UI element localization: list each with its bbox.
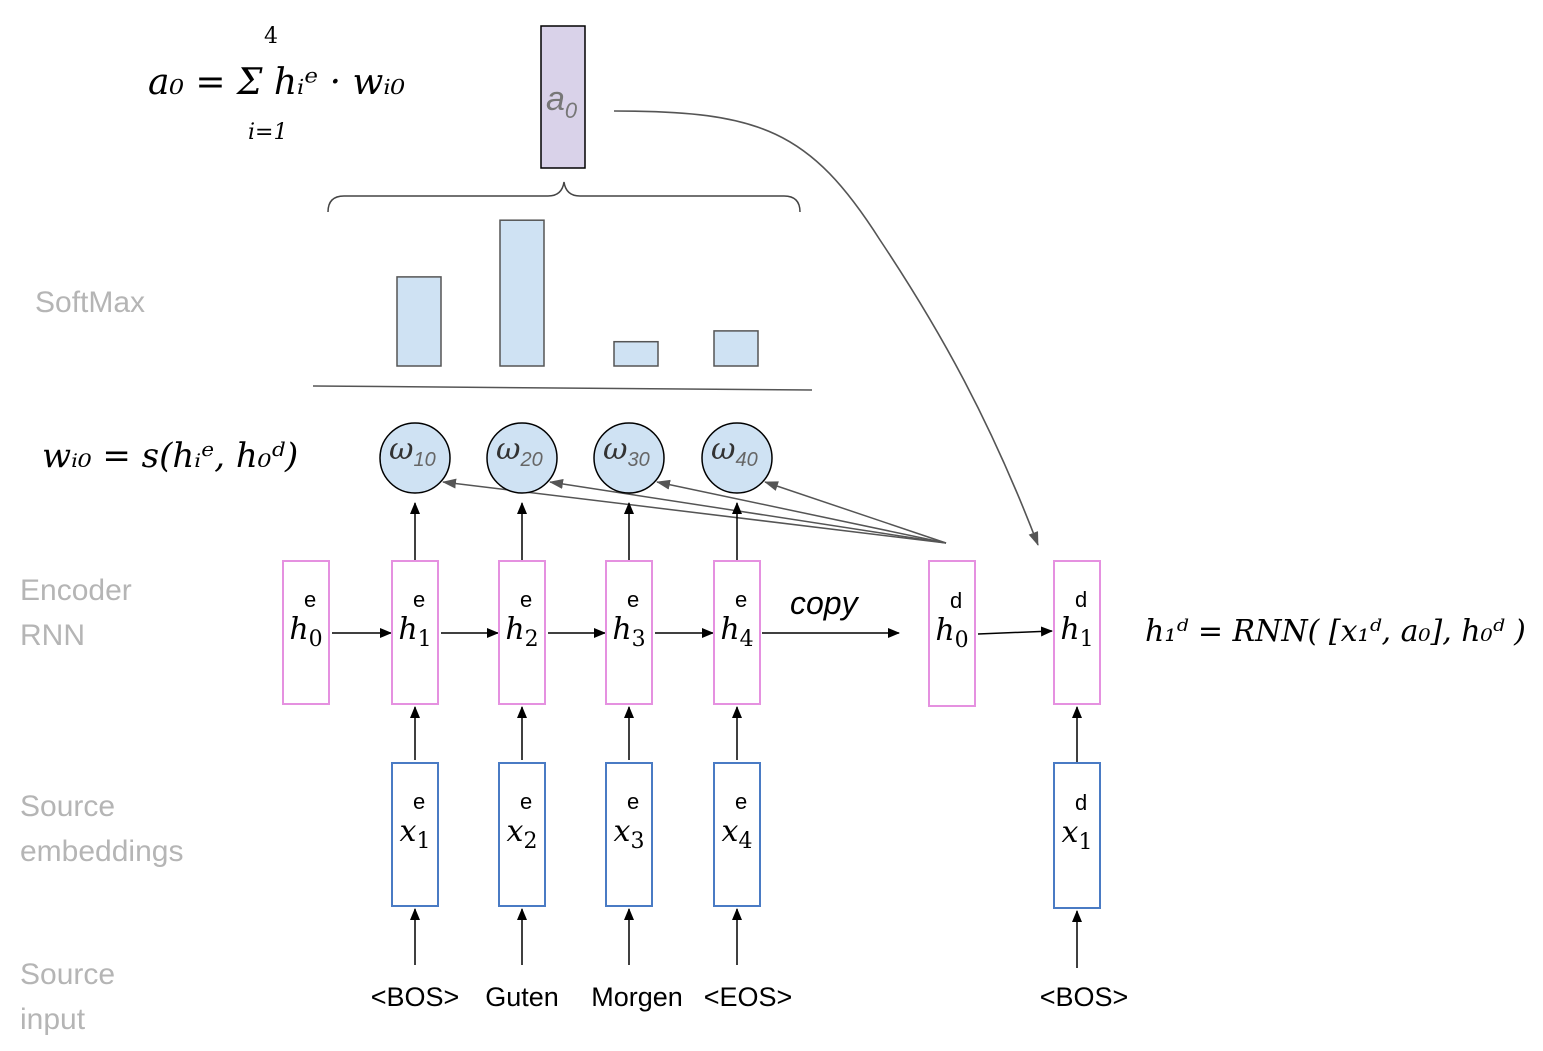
softmax-bar-3	[613, 340, 659, 367]
weight-circle-1	[379, 422, 451, 494]
weight-circle-3	[593, 422, 665, 494]
weight-circle-4	[701, 422, 773, 494]
row-label-embeddings: Source embeddings	[20, 790, 184, 868]
source-token-0: <BOS>	[370, 982, 460, 1012]
softmax-bar-4	[713, 330, 759, 367]
target-token-0: <BOS>	[1039, 982, 1129, 1012]
softmax-bars	[396, 219, 759, 367]
vertical-arrows	[410, 502, 1082, 968]
context-sum-lower: i=1	[248, 120, 288, 145]
attention-arrow-3	[656, 479, 947, 544]
source-token-1: Guten	[485, 982, 559, 1012]
weight-circle-2	[486, 422, 558, 494]
weight-circles	[379, 422, 773, 494]
copy-label: copy	[790, 585, 858, 621]
context-vector-label: a0	[546, 80, 578, 123]
row-label-input: Source input	[20, 958, 116, 1036]
softmax-bar-1	[396, 276, 442, 367]
recurrent-arrows	[332, 626, 1053, 638]
context-to-decoder-arrow	[613, 110, 1039, 546]
source-token-3: <EOS>	[703, 982, 793, 1012]
context-formula: a₀ = Σ hᵢᵉ · wᵢ₀	[148, 62, 406, 103]
weight-formula: wᵢ₀ = s(hᵢᵉ, h₀ᵈ)	[42, 436, 299, 476]
decoder-recurrent-arrow	[977, 626, 1053, 637]
decoder-formula: h₁ᵈ = RNN( [x₁ᵈ, a₀], h₀ᵈ )	[1145, 614, 1526, 649]
softmax-bar-2	[499, 219, 545, 367]
attention-arrow-2	[549, 479, 947, 544]
source-token-2: Morgen	[591, 982, 683, 1012]
context-vector-box	[540, 25, 586, 169]
attention-arrow-4	[764, 481, 947, 544]
row-label-softmax: SoftMax	[35, 286, 146, 319]
softmax-baseline	[312, 385, 813, 391]
weighted-sum-brace	[327, 181, 801, 213]
row-label-encoder: Encoder RNN	[20, 574, 132, 652]
context-sum-upper: 4	[264, 24, 278, 49]
